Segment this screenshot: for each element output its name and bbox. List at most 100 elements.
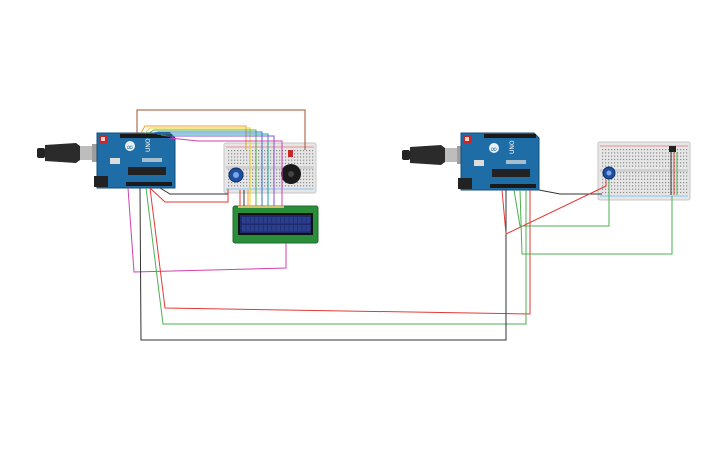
breadboard-hole: [617, 188, 619, 190]
breadboard-hole: [264, 178, 266, 180]
breadboard-hole: [246, 150, 248, 152]
breadboard-hole: [309, 172, 311, 174]
breadboard-hole: [614, 182, 616, 184]
breadboard-hole: [656, 178, 658, 180]
wire-black-long[interactable]: [139, 187, 507, 341]
breadboard-hole: [644, 172, 646, 174]
breadboard-hole: [270, 162, 272, 164]
breadboard-hole: [656, 185, 658, 187]
breadboard-hole: [671, 191, 673, 194]
breadboard-hole: [605, 188, 607, 190]
breadboard-hole: [674, 178, 676, 180]
arduino-uno-left[interactable]: ∞ UNO: [94, 132, 176, 189]
wire-black-left-power[interactable]: [159, 187, 228, 195]
wire-green-top[interactable]: [148, 129, 257, 206]
breadboard-hole: [626, 149, 628, 151]
breadboard-hole: [294, 159, 296, 161]
breadboard-hole: [237, 159, 239, 161]
breadboard-hole: [638, 165, 640, 167]
breadboard-hole: [626, 185, 628, 187]
breadboard-hole: [282, 162, 284, 164]
breadboard-hole: [617, 178, 619, 180]
breadboard-hole: [252, 153, 254, 155]
breadboard-hole: [282, 159, 284, 161]
wire-green-long[interactable]: [145, 187, 527, 325]
breadboard-hole: [653, 165, 655, 167]
breadboard-hole: [686, 191, 688, 194]
breadboard-hole: [647, 158, 649, 161]
breadboard-hole: [279, 162, 281, 164]
lcd-character-cell: [267, 225, 272, 232]
breadboard-hole: [605, 152, 607, 154]
breadboard-hole: [626, 178, 628, 180]
breadboard-hole: [614, 158, 616, 161]
wire-red-left-power[interactable]: [149, 187, 229, 203]
breadboard-hole: [629, 191, 631, 194]
wire-red-long[interactable]: [149, 187, 531, 315]
breadboard-hole: [276, 175, 278, 177]
breadboard-hole: [312, 159, 314, 161]
potentiometer-left[interactable]: [228, 167, 244, 183]
breadboard-hole: [258, 150, 260, 152]
breadboard-hole: [632, 155, 634, 157]
breadboard-hole: [662, 172, 664, 174]
breadboard-hole: [656, 165, 658, 167]
wire-orange[interactable]: [140, 125, 247, 150]
wire-yellow[interactable]: [144, 127, 251, 206]
breadboard-hole: [237, 162, 239, 164]
breadboard-hole: [623, 182, 625, 184]
lcd-16x2[interactable]: [232, 205, 319, 244]
breadboard-hole: [243, 185, 245, 187]
breadboard-hole: [291, 162, 293, 164]
breadboard-hole: [677, 162, 679, 164]
breadboard-hole: [306, 172, 308, 174]
breadboard-hole: [312, 182, 314, 184]
wire-red-right[interactable]: [501, 180, 607, 235]
breadboard-hole: [647, 155, 649, 157]
breadboard-hole: [306, 150, 308, 152]
breadboard-hole: [611, 152, 613, 154]
usb-cable-left[interactable]: [37, 143, 98, 163]
wire-magenta-loop[interactable]: [127, 187, 287, 273]
breadboard-hole: [614, 191, 616, 194]
breadboard-hole: [647, 165, 649, 167]
breadboard-hole: [620, 155, 622, 157]
breadboard-hole: [623, 149, 625, 151]
breadboard-hole: [638, 185, 640, 187]
breadboard-hole: [258, 182, 260, 184]
breadboard-hole: [647, 178, 649, 180]
breadboard-hole: [312, 172, 314, 174]
wire-green-right-long[interactable]: [519, 189, 673, 255]
usb-cable-right[interactable]: [402, 145, 463, 165]
potentiometer-right[interactable]: [602, 166, 616, 180]
breadboard-hole: [641, 191, 643, 194]
wire-green-right-short[interactable]: [513, 180, 610, 227]
breadboard-hole: [240, 150, 242, 152]
breadboard-hole: [611, 182, 613, 184]
breadboard-hole: [228, 159, 230, 161]
wire-brown[interactable]: [136, 109, 306, 150]
breadboard-hole: [228, 156, 230, 158]
arduino-uno-right[interactable]: ∞ UNO: [458, 132, 540, 191]
breadboard-hole: [611, 191, 613, 194]
breadboard-hole: [641, 175, 643, 177]
sensor-right[interactable]: [669, 146, 678, 195]
breadboard-hole: [602, 162, 604, 164]
breadboard-hole: [632, 158, 634, 161]
piezo-buzzer[interactable]: [281, 150, 301, 184]
wire-blue[interactable]: [152, 131, 263, 206]
breadboard-hole: [674, 162, 676, 164]
breadboard-hole: [228, 182, 230, 184]
breadboard-right[interactable]: [597, 141, 691, 201]
wire-teal[interactable]: [157, 133, 269, 206]
breadboard-hole: [276, 153, 278, 155]
breadboard-hole: [635, 149, 637, 151]
wire-purple[interactable]: [160, 134, 275, 206]
breadboard-hole: [620, 182, 622, 184]
wire-black-right[interactable]: [538, 189, 602, 195]
breadboard-hole: [231, 153, 233, 155]
breadboard-hole: [228, 178, 230, 180]
wire-magenta-top[interactable]: [169, 137, 283, 206]
breadboard-hole: [285, 150, 287, 152]
breadboard-hole: [303, 162, 305, 164]
